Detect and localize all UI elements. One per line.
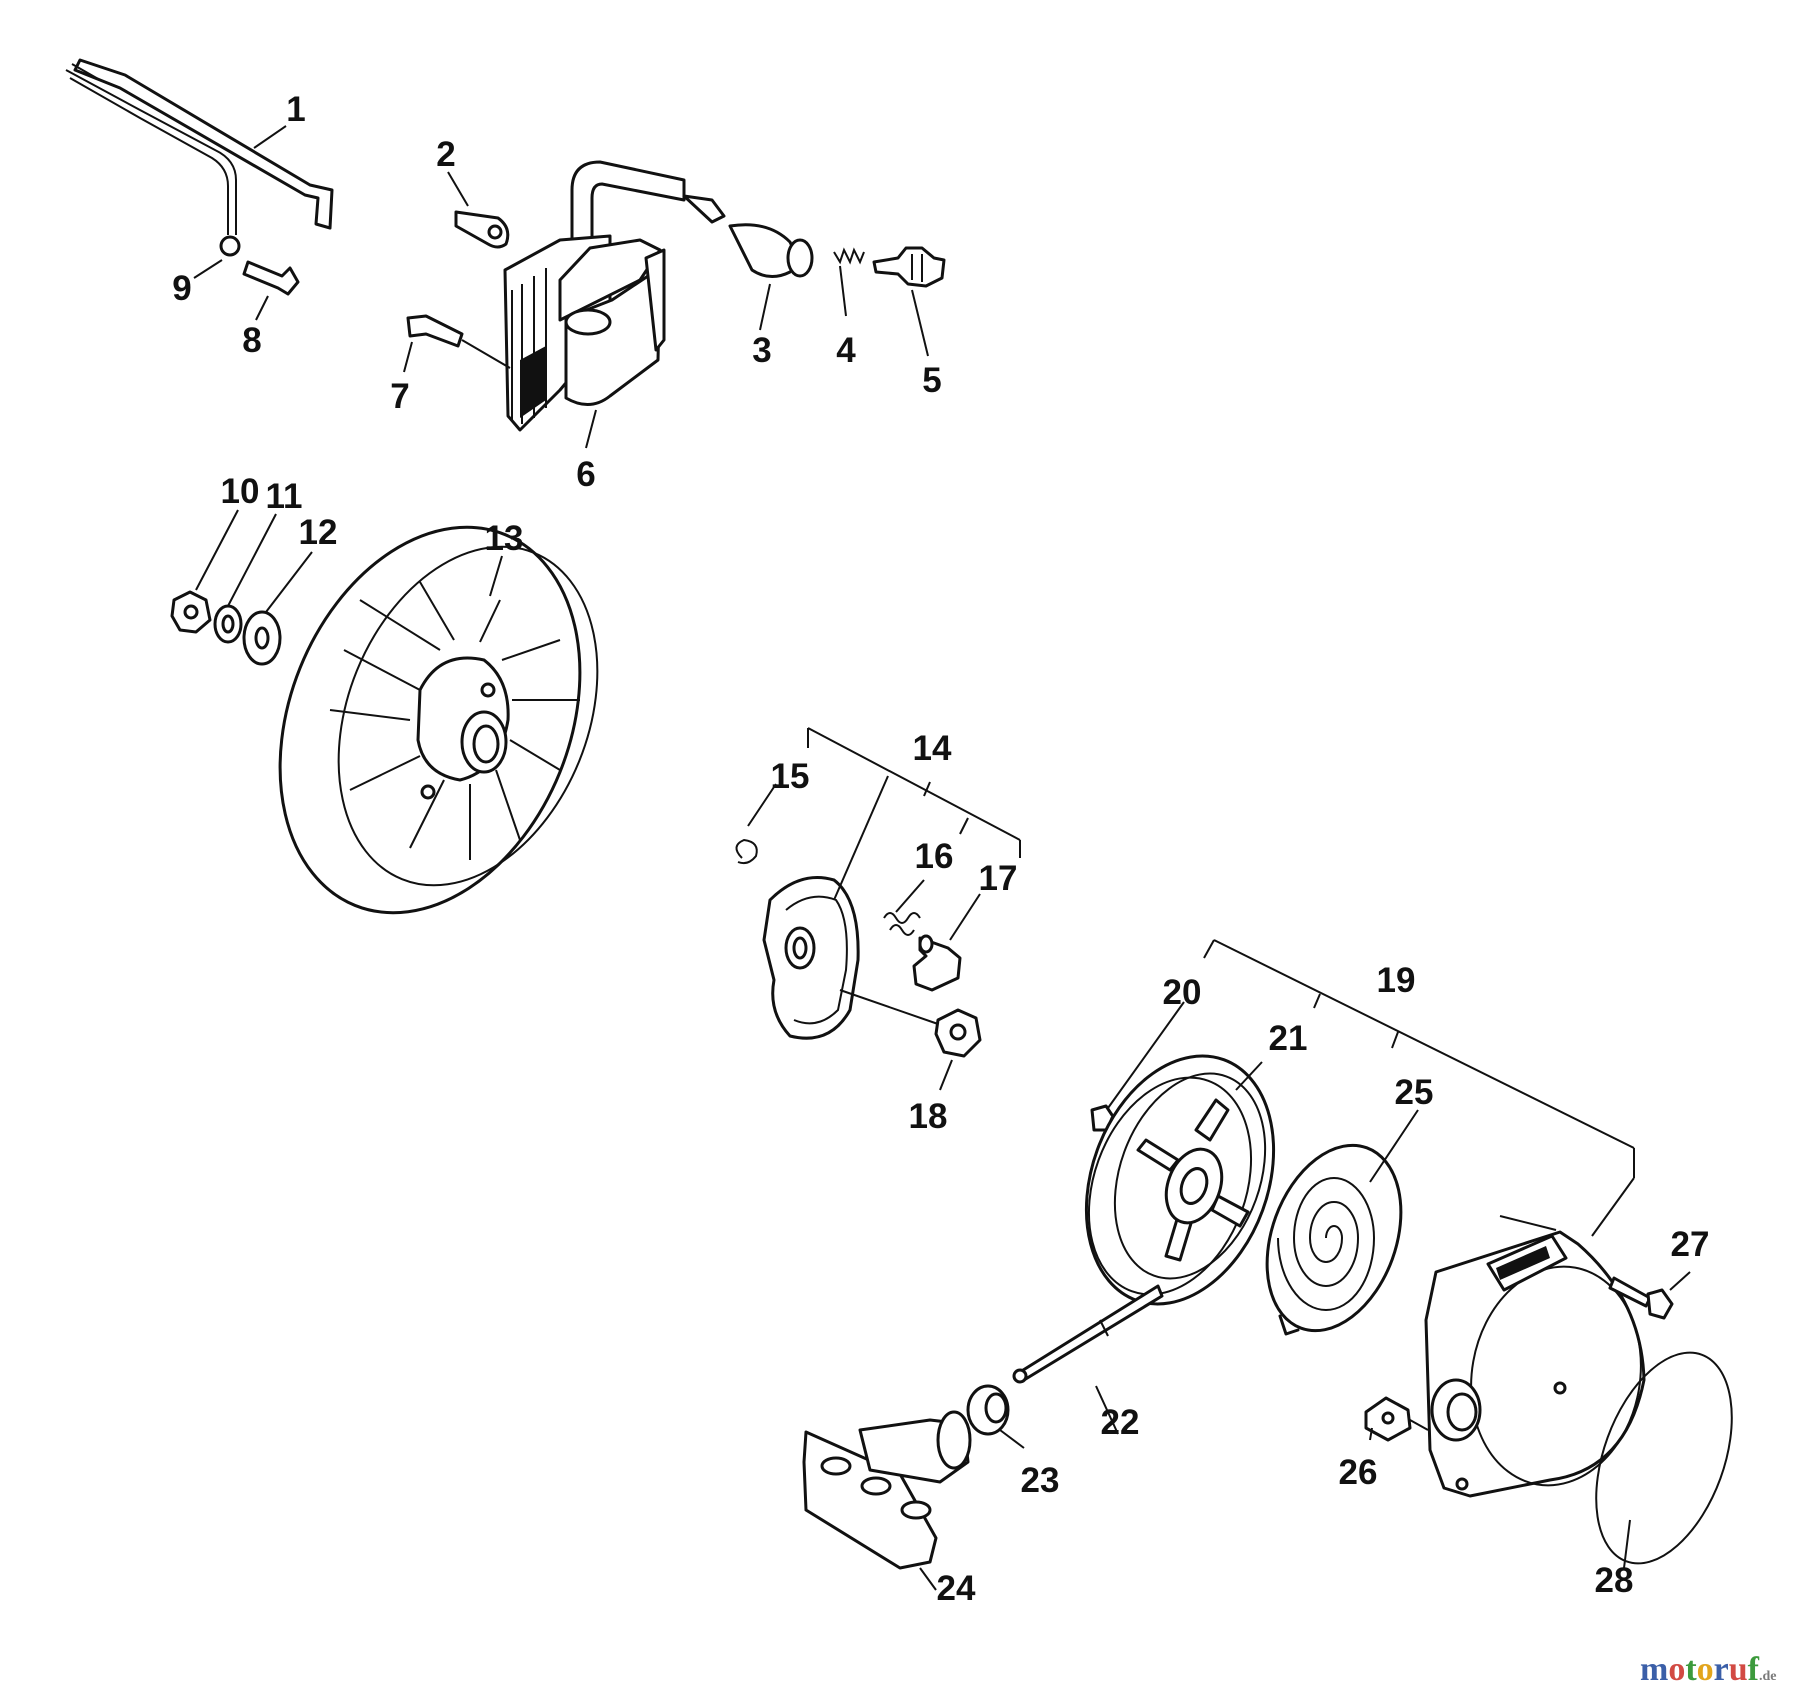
- part-25-recoil-spring: [1265, 1143, 1403, 1336]
- part-21-rope-pulley: [1084, 1054, 1276, 1306]
- callout-6: 6: [576, 455, 595, 494]
- callout-3: 3: [752, 331, 771, 370]
- callout-1: 1: [286, 90, 305, 129]
- part-17-pawl: [912, 934, 962, 992]
- part-5-spark-plug: [872, 246, 946, 288]
- part-11-lock-washer: [213, 604, 243, 644]
- callout-22: 22: [1101, 1403, 1140, 1442]
- callout-28: 28: [1595, 1561, 1634, 1600]
- part-26-square-nut: [1364, 1396, 1429, 1442]
- part-8-screw: [242, 260, 300, 296]
- svg-text:motoruf.de: motoruf.de: [1640, 1651, 1777, 1688]
- part-10-nut: [170, 590, 212, 634]
- callout-26: 26: [1339, 1453, 1378, 1492]
- callout-15: 15: [771, 757, 810, 796]
- callout-14: 14: [913, 729, 952, 768]
- watermark-logo: motoruf.de: [1640, 1651, 1777, 1688]
- part-1-ground-wire: [65, 58, 334, 257]
- part-7-screw: [406, 314, 511, 369]
- part-18-nut: [839, 989, 982, 1058]
- part-4-spring: [833, 247, 865, 265]
- part-19-starter-housing: [1424, 1215, 1646, 1498]
- callout-5: 5: [922, 361, 941, 400]
- callout-16: 16: [915, 837, 954, 876]
- part-16-spring: [883, 912, 921, 936]
- callout-12: 12: [299, 513, 338, 552]
- callout-24: 24: [937, 1569, 976, 1608]
- callout-13: 13: [485, 519, 524, 558]
- part-13-flywheel: [278, 525, 599, 915]
- callout-labels: 1 2 3 4 5 6 7 8 9 10 11 12 13 14 15 16 1…: [172, 90, 1709, 1608]
- callout-10: 10: [221, 472, 260, 511]
- part-22-starter-rope: [1012, 1284, 1164, 1384]
- callout-17: 17: [979, 859, 1018, 898]
- callout-11: 11: [266, 477, 303, 516]
- part-28-gasket-ring: [1595, 1351, 1733, 1565]
- callout-23: 23: [1021, 1461, 1060, 1500]
- part-2-plate: [454, 210, 510, 249]
- part-23-rope-guide: [966, 1384, 1010, 1436]
- callout-7: 7: [390, 377, 409, 416]
- part-15-clip: [735, 838, 758, 865]
- callout-20: 20: [1163, 973, 1202, 1012]
- callout-2: 2: [436, 135, 455, 174]
- part-14-pawl-assembly: [762, 876, 860, 1040]
- callout-4: 4: [836, 331, 856, 370]
- part-6-ignition-coil: [503, 160, 686, 432]
- callout-25: 25: [1395, 1073, 1434, 1112]
- callout-9: 9: [172, 269, 191, 308]
- leader-lines: [193, 125, 1691, 1591]
- callout-21: 21: [1269, 1019, 1308, 1058]
- part-3-plug-boot: [682, 194, 814, 278]
- part-27-screw: [1608, 1276, 1674, 1320]
- part-24-starter-handle: [802, 1410, 972, 1570]
- part-12-washer: [242, 610, 282, 666]
- callout-8: 8: [242, 321, 261, 360]
- callout-27: 27: [1671, 1225, 1710, 1264]
- callout-19: 19: [1377, 961, 1416, 1000]
- callout-18: 18: [909, 1097, 948, 1136]
